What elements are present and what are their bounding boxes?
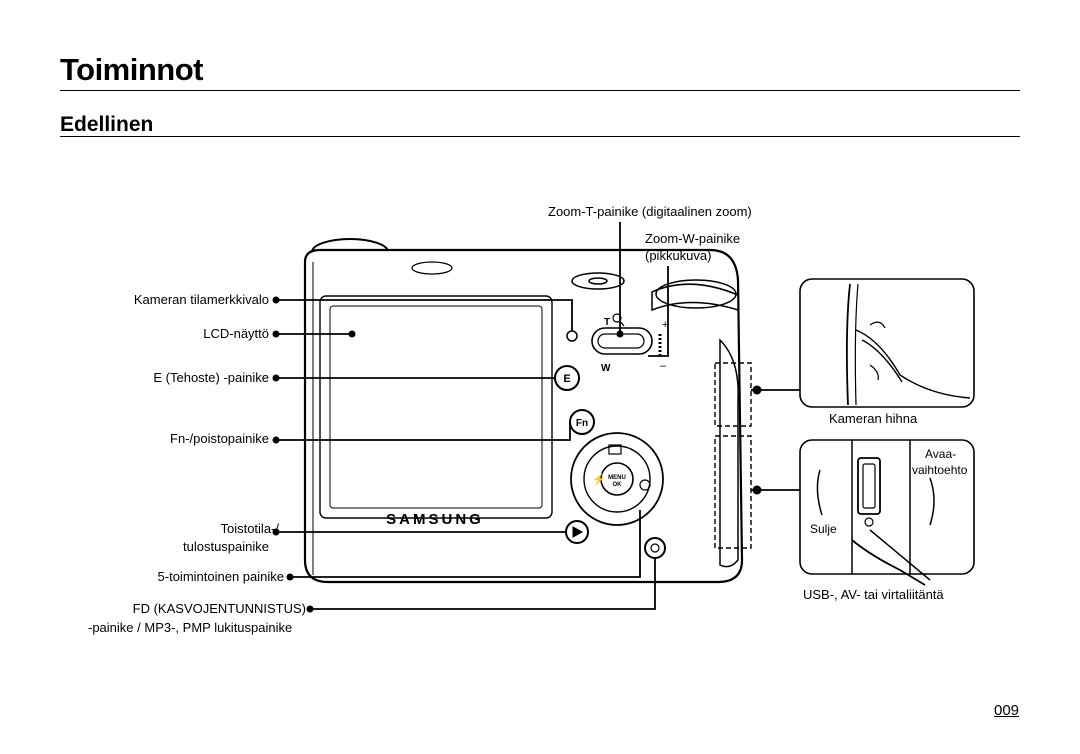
- brand-logo: SAMSUNG: [386, 511, 484, 528]
- label-open-line2: vaihtoehto: [912, 463, 968, 477]
- label-zoom-t: Zoom-T-painike (digitaalinen zoom): [548, 204, 752, 219]
- leader-fd: [310, 558, 656, 610]
- leader-five-function: [290, 510, 641, 578]
- label-fd-line1: FD (KASVOJENTUNNISTUS): [132, 601, 306, 616]
- label-strap: Kameran hihna: [829, 411, 918, 426]
- svg-text:⚡: ⚡: [592, 473, 606, 486]
- fn-button-label: Fn: [576, 418, 588, 429]
- label-status-lamp: Kameran tilamerkkivalo: [133, 292, 269, 307]
- strap-highlight-box: [714, 362, 752, 427]
- label-lcd: LCD-näyttö: [203, 326, 269, 341]
- label-fd-line2: -painike / MP3-, PMP lukituspainike: [88, 620, 293, 635]
- zoom-dial: [651, 279, 739, 312]
- label-open-line1: Avaa-: [925, 447, 957, 461]
- label-playback-line1: Toistotila-/: [220, 521, 279, 536]
- strap-detail-panel: [799, 278, 975, 408]
- label-fn-button: Fn-/poistopainike: [170, 431, 269, 446]
- page-number: 009: [994, 702, 1020, 719]
- label-playback-line2: tulostuspainike: [183, 539, 269, 554]
- camera-body: [303, 248, 744, 584]
- connector-highlight-box: [714, 435, 752, 549]
- zoom-w-mark: W: [601, 363, 611, 374]
- leader-fn-button: [276, 422, 571, 441]
- leader-status-lamp: [276, 299, 573, 331]
- lcd-screen: [319, 295, 553, 519]
- section-title: Edellinen: [60, 113, 154, 136]
- leader-zoom-w: [648, 266, 669, 357]
- zoom-t-mark: T: [604, 317, 610, 328]
- label-zoom-w-line1: Zoom-W-painike: [645, 231, 741, 246]
- svg-text:+: +: [662, 319, 668, 331]
- ok-label: OK: [613, 482, 623, 488]
- label-close: Sulje: [810, 522, 837, 536]
- title-rule: [60, 90, 1020, 91]
- menu-label: MENU: [608, 475, 626, 481]
- svg-text:–: –: [660, 360, 667, 372]
- connector-detail-panel: [799, 439, 975, 586]
- label-five-function: 5-toimintoinen painike: [157, 569, 284, 584]
- section-rule: [60, 136, 1020, 137]
- navigation-pad: [570, 432, 664, 526]
- page-title: Toiminnot: [60, 52, 204, 87]
- e-button-label: E: [563, 373, 570, 385]
- label-zoom-w-line2: (pikkukuva): [645, 248, 712, 263]
- label-usb: USB-, AV- tai virtaliitäntä: [803, 587, 944, 602]
- label-e-button: E (Tehoste) -painike: [153, 370, 269, 385]
